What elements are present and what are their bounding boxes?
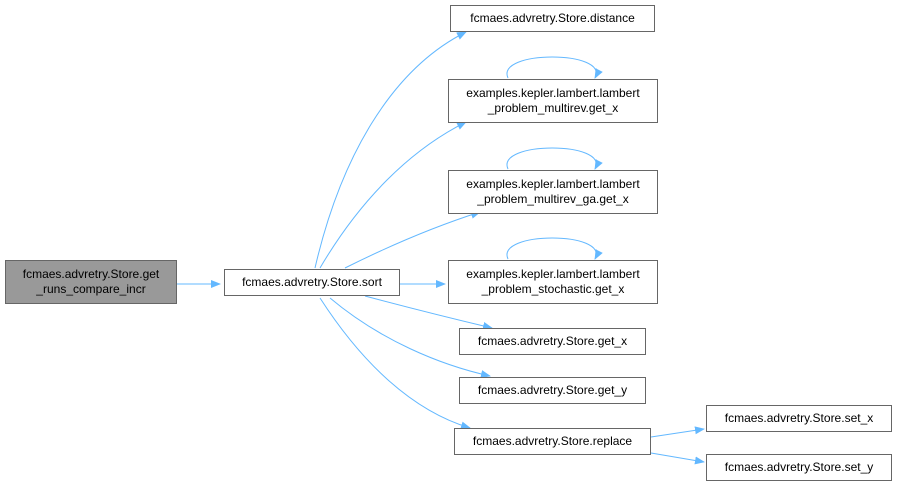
node-label: fcmaes.advretry.Store.distance [470, 11, 635, 25]
node-label: fcmaes.advretry.Store.get_y [477, 383, 628, 397]
edge-sort-to-replace [319, 297, 471, 430]
node-label: examples.kepler.lambert.lambert _problem… [466, 267, 640, 296]
edge-sort-to-multirev-ga-get-x [344, 210, 481, 269]
node-stochastic-get-x[interactable]: examples.kepler.lambert.lambert _problem… [448, 260, 658, 304]
node-get-y[interactable]: fcmaes.advretry.Store.get_y [459, 377, 646, 404]
node-multirev-ga-get-x[interactable]: examples.kepler.lambert.lambert _problem… [448, 170, 658, 214]
edge-replace-to-set-y [650, 452, 705, 465]
node-replace[interactable]: fcmaes.advretry.Store.replace [454, 428, 651, 455]
node-distance[interactable]: fcmaes.advretry.Store.distance [450, 5, 655, 32]
node-label: fcmaes.advretry.Store.sort [242, 275, 382, 289]
edge-sort-to-multirev-get-x [319, 121, 467, 269]
edge-sort-to-get-x [364, 295, 493, 330]
node-get-runs-compare-incr[interactable]: fcmaes.advretry.Store.get _runs_compare_… [5, 260, 177, 304]
node-label: examples.kepler.lambert.lambert _problem… [466, 86, 640, 115]
node-label: examples.kepler.lambert.lambert _problem… [466, 177, 640, 206]
node-label: fcmaes.advretry.Store.set_y [724, 460, 874, 474]
node-label: fcmaes.advretry.Store.get_x [477, 334, 628, 348]
edge-sort-to-get-y [329, 297, 491, 378]
node-set-y[interactable]: fcmaes.advretry.Store.set_y [706, 454, 892, 481]
edge-replace-to-set-x [650, 426, 705, 438]
node-get-x[interactable]: fcmaes.advretry.Store.get_x [459, 328, 646, 355]
edge-multirev-get-x-self-loop [506, 56, 603, 79]
node-sort[interactable]: fcmaes.advretry.Store.sort [224, 269, 400, 296]
edge-multirev-ga-get-x-self-loop [506, 147, 603, 170]
edge-sort-to-distance [314, 31, 467, 269]
edge-stochastic-get-x-self-loop [506, 237, 603, 260]
node-set-x[interactable]: fcmaes.advretry.Store.set_x [706, 405, 892, 432]
node-label: fcmaes.advretry.Store.get _runs_compare_… [22, 267, 160, 296]
node-label: fcmaes.advretry.Store.set_x [724, 411, 874, 425]
node-multirev-get-x[interactable]: examples.kepler.lambert.lambert _problem… [448, 79, 658, 123]
node-label: fcmaes.advretry.Store.replace [472, 434, 633, 448]
